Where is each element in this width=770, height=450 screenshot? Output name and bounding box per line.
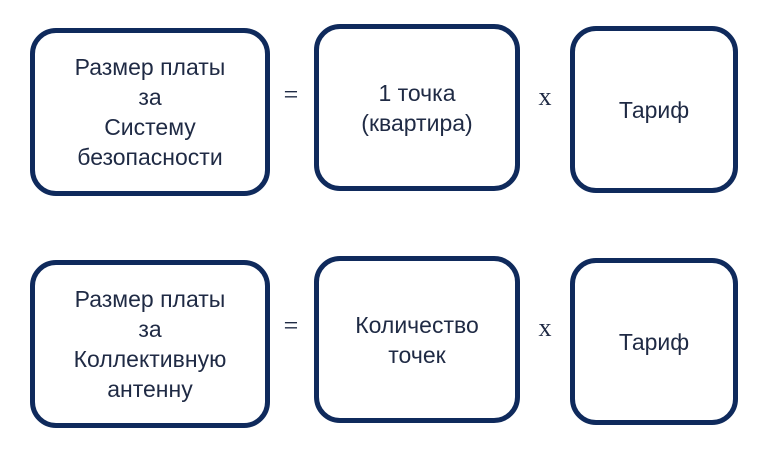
one-point-box: 1 точка (квартира) xyxy=(314,24,520,191)
security-fee-line-2: за xyxy=(138,84,162,110)
tariff-label: Тариф xyxy=(618,96,690,123)
antenna-fee-line-2: за xyxy=(138,316,162,342)
tariff-box: Тариф xyxy=(570,258,738,425)
security-fee-line-4: безопасности xyxy=(77,144,223,170)
points-count-line-1: Количество xyxy=(355,311,479,338)
antenna-fee-box: Размер платы за Коллективную антенну xyxy=(30,260,270,428)
antenna-fee-line-3: Коллективную xyxy=(73,346,227,372)
equals-sign: = xyxy=(283,80,299,109)
tariff-box: Тариф xyxy=(570,26,738,193)
security-fee-line-3: Систему xyxy=(104,114,196,140)
tariff-label: Тариф xyxy=(618,328,690,355)
multiply-sign: x xyxy=(538,82,552,111)
multiply-sign: x xyxy=(538,313,552,342)
one-point-line-2: (квартира) xyxy=(361,109,473,136)
security-fee-line-1: Размер платы xyxy=(74,54,226,80)
antenna-fee-line-1: Размер платы xyxy=(74,286,226,312)
points-count-line-2: точек xyxy=(388,341,446,368)
security-fee-box: Размер платы за Систему безопасности xyxy=(30,28,270,196)
one-point-line-1: 1 точка xyxy=(378,79,456,106)
equals-sign: = xyxy=(283,311,299,340)
points-count-box: Количество точек xyxy=(314,256,520,423)
antenna-fee-line-4: антенну xyxy=(107,376,193,402)
